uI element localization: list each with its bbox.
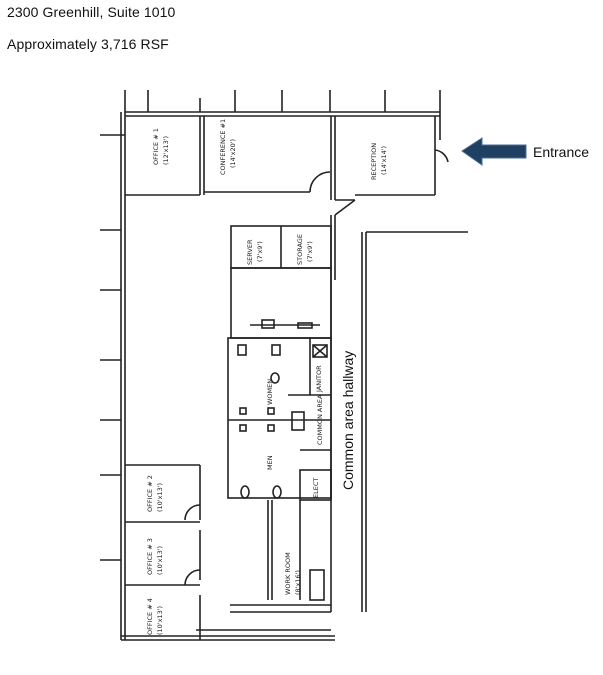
office3-dim: (10'x13') — [156, 546, 164, 575]
entrance-label: Entrance — [533, 144, 589, 160]
server-label: SERVER — [246, 239, 254, 265]
area-subtitle: Approximately 3,716 RSF — [7, 36, 169, 52]
server-dim: (7'x9') — [256, 241, 264, 262]
hallway-label: Common area hallway — [340, 351, 356, 490]
office2-dim: (10'x13') — [156, 483, 164, 512]
men-label: MEN — [266, 455, 274, 470]
walls — [100, 90, 468, 641]
address-title: 2300 Greenhill, Suite 1010 — [7, 4, 176, 20]
storage-label: STORAGE — [296, 234, 304, 265]
entrance-arrow-icon — [461, 137, 527, 166]
office1-label: OFFICE # 1 — [152, 128, 160, 165]
janitor-label: JANITOR — [315, 365, 323, 393]
reception-label: RECEPTION — [370, 143, 378, 180]
office1-dim: (12'x13') — [162, 136, 170, 165]
conference-dim: (14'x20') — [229, 139, 237, 168]
common-area-label: COMMON AREA — [316, 394, 324, 445]
office4-dim: (10'x13') — [156, 606, 164, 635]
office2-label: OFFICE # 2 — [146, 475, 154, 512]
work-room-label: WORK ROOM — [284, 552, 292, 595]
work-room-dim: (8'x16') — [294, 570, 302, 595]
office3-label: OFFICE # 3 — [146, 538, 154, 575]
storage-dim: (7'x9') — [306, 241, 314, 262]
office4-label: OFFICE # 4 — [146, 598, 154, 635]
women-label: WOMEN — [266, 379, 274, 405]
room-labels: OFFICE # 1 (12'x13') CONFERENCE #1 (14'x… — [146, 119, 388, 635]
conference-label: CONFERENCE #1 — [219, 119, 227, 175]
reception-dim: (14'x14') — [380, 146, 388, 175]
elect-label: ELECT — [312, 478, 320, 498]
